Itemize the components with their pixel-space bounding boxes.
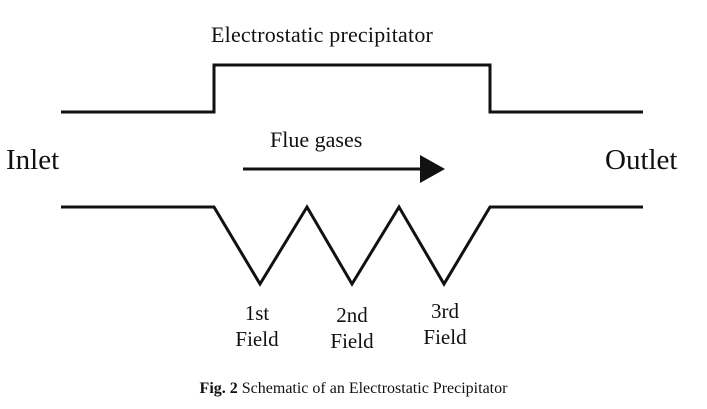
field-2-word: Field [330,329,374,354]
figure-caption-text: Schematic of an Electrostatic Precipitat… [241,380,508,397]
flue-gases-label: Flue gases [270,127,363,152]
field-2-ordinal: 2nd [336,303,368,327]
field-2-label: 2nd Field [317,302,387,355]
figure-caption: Fig. 2 Schematic of an Electrostatic Pre… [0,380,707,398]
field-3-ordinal: 3rd [431,299,459,323]
lower-duct-wall [61,204,643,287]
outlet-label: Outlet [605,144,678,176]
upper-duct-wall [61,63,643,114]
right-arrow-icon [243,155,445,183]
field-1-word: Field [235,327,279,352]
field-1-ordinal: 1st [244,301,270,325]
diagram-title: Electrostatic precipitator [211,22,434,47]
figure-label: Fig. 2 [199,380,238,397]
field-1-label: 1st Field [222,300,292,353]
field-3-word: Field [423,325,467,350]
field-3-label: 3rd Field [410,298,480,351]
inlet-label: Inlet [6,144,60,176]
